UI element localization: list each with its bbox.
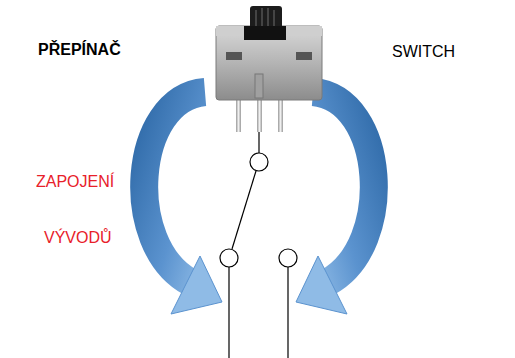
slide-switch-photo: [216, 6, 322, 132]
switch-symbol: [220, 132, 297, 358]
curved-arrow: [144, 92, 222, 314]
translation-label: SWITCH: [392, 42, 455, 62]
title-label: PŘEPÍNAČ: [38, 40, 121, 60]
caption-label: ZAPOJENÍ: [36, 172, 114, 192]
curved-arrow: [296, 92, 374, 314]
caption-label: VÝVODŮ: [44, 228, 112, 248]
